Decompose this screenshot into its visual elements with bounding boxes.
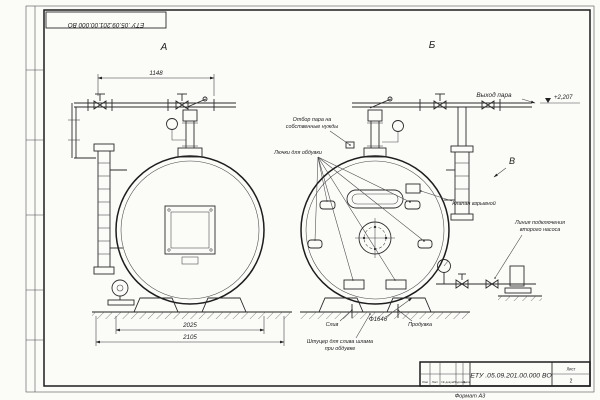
tb-sheet-value: 2 (570, 379, 573, 385)
sludge-line1: Штуцер для слива шлама (307, 339, 373, 345)
steam-piping-left (68, 93, 236, 159)
center-flange (355, 218, 395, 258)
dimension-2025: 2025 (115, 316, 265, 334)
sheet-frame (25, 5, 595, 393)
second-pump-line1: Линия подключения (514, 220, 565, 226)
elevation-value: +2,207 (554, 95, 573, 101)
top-left-code: ЕТУ .05.09.201.00.000 ВО (68, 21, 144, 28)
elevation-mark: +2,207 (540, 95, 580, 104)
tb-doc-number: ЕТУ .05.09.201.00.000 ВО (470, 373, 552, 380)
dim-2025-text: 2025 (182, 322, 197, 329)
sludge-line2: при обдувке (325, 346, 356, 352)
dimension-1148: 1148 (97, 70, 215, 96)
top-left-code-box: ЕТУ .05.09.201.00.000 ВО (45, 11, 167, 29)
water-level-column-right (444, 145, 474, 221)
steam-outlet-label: Выход пара (476, 91, 512, 99)
tb-col-list: Лист (432, 380, 439, 384)
safety-valve-right (345, 96, 404, 158)
hatches-label: Лючки для обдувки (273, 150, 322, 156)
pump-scheme (436, 259, 542, 301)
blowdown-label: Продувка (408, 322, 432, 328)
own-needs-line1: Отбор пара на (293, 117, 332, 123)
safety-valve-left (166, 96, 208, 158)
drain-label: Слив (326, 322, 339, 328)
explosion-valve (405, 183, 421, 194)
format-note: Формат А3 (455, 394, 486, 400)
explosion-valve-label: Клапан взрывной (452, 200, 496, 207)
steam-piping-right (352, 93, 532, 146)
second-pump-line2: второго насоса (520, 227, 561, 233)
blower-fan (107, 279, 135, 306)
steam-dome-hatch (346, 189, 404, 209)
annotations: Отбор пара на собственные нужды Лючки дл… (273, 91, 580, 352)
tb-col-docnum: № докум. (441, 380, 454, 384)
tb-sheet-label: Лист (566, 367, 575, 372)
dim-1148-text: 1148 (149, 70, 163, 77)
inspection-hatches (307, 200, 433, 290)
own-needs-line2: собственные нужды (286, 124, 338, 130)
dimension-2105: 2105 (95, 316, 285, 346)
view-b-drawing: Б (300, 40, 532, 319)
furnace-door (164, 205, 216, 265)
view-a-label: А (160, 42, 168, 53)
water-level-column-left (93, 143, 127, 275)
view-a-drawing: А (68, 42, 292, 346)
supports-left (92, 297, 292, 319)
dim-2105-text: 2105 (182, 334, 197, 341)
title-block: Изм Лист № докум. Подпись Дата ЕТУ .05.0… (419, 361, 591, 387)
view-v-label: В (509, 156, 515, 166)
view-b-label: Б (429, 40, 436, 51)
tb-col-izm: Изм (422, 380, 428, 384)
tb-col-sign: Подпись (454, 380, 466, 384)
tb-col-date: Дата (463, 380, 470, 384)
diameter-label: Ф1646 (369, 317, 388, 323)
supports-right (300, 297, 470, 319)
